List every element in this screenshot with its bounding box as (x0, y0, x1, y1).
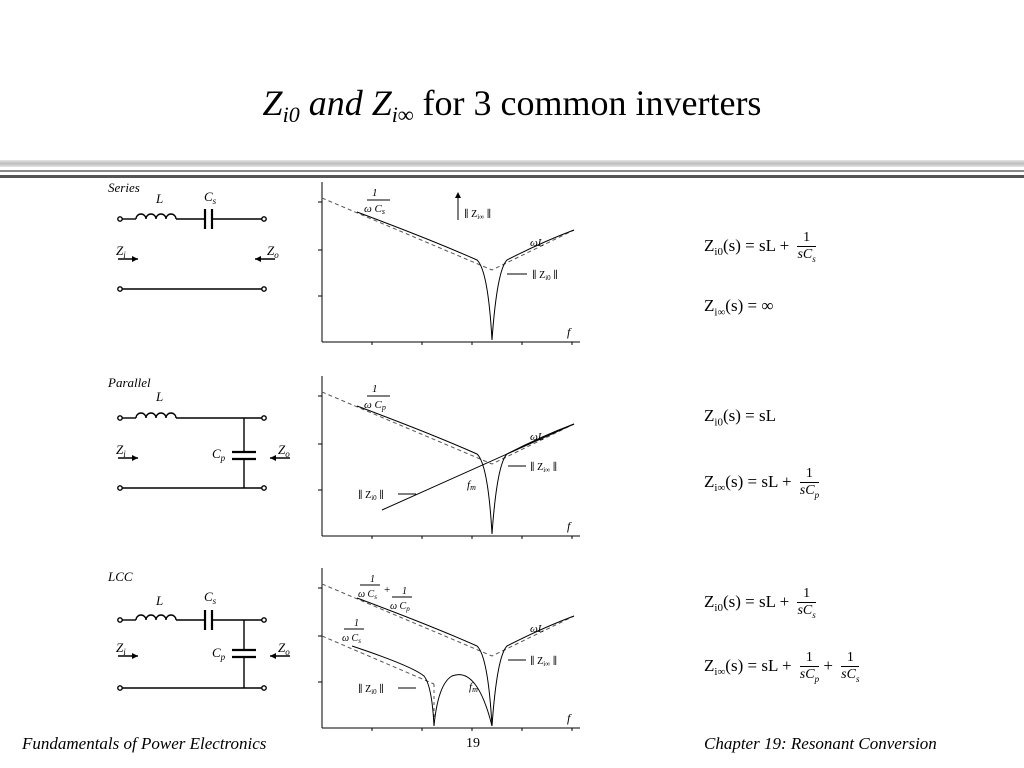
svg-text:Cp: Cp (212, 446, 226, 463)
svg-text:fm: fm (469, 681, 478, 694)
lcc-eq1: Zi0(s) = sL + 1 sCs (704, 586, 816, 620)
svg-text:Zo: Zo (278, 442, 290, 459)
svg-text:Cs: Cs (204, 589, 217, 606)
lcc-asym-a-num: 1 (370, 574, 375, 585)
lcc-inductor (135, 614, 177, 621)
footer-chapter: Chapter 19: Resonant Conversion (704, 734, 937, 753)
series-asym-low-den: ω C (364, 203, 383, 215)
lcc-asym-high: ωL (530, 623, 544, 635)
lcc-impedance-plot: 1 ω Cs + 1 ω Cp 1 ω Cs ωL ∥ Zi∞ ∥ ∥ Zi0 … (318, 568, 580, 731)
lcc-asym-b-den: ω C (390, 601, 407, 612)
svg-text:∥ Zi∞ ∥: ∥ Zi∞ ∥ (530, 461, 557, 474)
parallel-label: Parallel (107, 375, 151, 390)
parallel-cap-label: C (212, 446, 221, 461)
svg-text:Zo: Zo (278, 640, 290, 657)
svg-text:Zi: Zi (116, 442, 126, 459)
series-zinf-label: ∥ Z (464, 208, 477, 220)
lcc-asym-c-num: 1 (354, 618, 359, 629)
series-asymptotes (321, 197, 575, 271)
title-rule-dark (0, 175, 1024, 178)
lcc-inductor-label: L (155, 593, 163, 608)
series-f-label: f (567, 325, 572, 339)
lcc-eq2: Zi∞(s) = sL + 1 sCp + 1 sCs (704, 650, 860, 684)
parallel-z0-label: ∥ Z (358, 489, 371, 501)
lcc-cp-label: C (212, 645, 221, 660)
title-rule-light (0, 160, 1024, 167)
parallel-asymptotes (321, 391, 575, 465)
svg-text:Zi: Zi (116, 640, 126, 657)
lcc-asym-b-num: 1 (402, 586, 407, 597)
parallel-asym-low-num: 1 (372, 383, 378, 395)
svg-text:ω Cp: ω Cp (390, 601, 410, 613)
lcc-asym-a-den: ω C (358, 589, 375, 600)
parallel-inductor-label: L (155, 389, 163, 404)
svg-text:ω Cp: ω Cp (364, 399, 386, 412)
lcc-z0-label: ∥ Z (358, 683, 371, 695)
lcc-f-label: f (567, 711, 572, 725)
series-asym-low-num: 1 (372, 187, 378, 199)
series-eq1: Zi0(s) = sL + 1 sCs (704, 230, 816, 264)
lcc-asymptotes (321, 583, 575, 657)
series-eq2: Zi∞(s) = ∞ (704, 296, 774, 319)
svg-text:Zo: Zo (267, 243, 279, 260)
title-rule-mid (0, 170, 1024, 172)
series-circuit: Series L Cs Zi Zo (108, 180, 279, 292)
series-impedance-plot: 1 ω Cs ∥ Zi∞ ∥ ωL ∥ Zi0 ∥ f (318, 182, 580, 345)
parallel-zinf-label: ∥ Z (530, 461, 543, 473)
parallel-circuit: Parallel L Zi Zo Cp (107, 375, 290, 491)
page-number: 19 (466, 736, 480, 751)
parallel-zi0-line (381, 423, 575, 511)
parallel-eq1: Zi0(s) = sL (704, 406, 776, 429)
series-inductor (135, 213, 177, 220)
lcc-zinf-curve-right (491, 615, 575, 727)
parallel-zo-label: Z (278, 442, 286, 457)
lcc-circuit: LCC L Cs Zi Zo Cp (107, 569, 290, 691)
svg-text:Cp: Cp (212, 645, 226, 662)
series-inductor-label: L (155, 191, 163, 206)
svg-text:∥ Zi∞ ∥: ∥ Zi∞ ∥ (530, 655, 557, 668)
series-zo-label: Z (267, 243, 275, 258)
lcc-zi-label: Z (116, 640, 124, 655)
lcc-zinf-curve-left (356, 597, 493, 727)
svg-text:∥ Zi0 ∥: ∥ Zi0 ∥ (532, 269, 558, 282)
series-z0-label: ∥ Z (532, 269, 545, 281)
lcc-label: LCC (107, 569, 133, 584)
lcc-zo-label: Z (278, 640, 286, 655)
svg-text:fm: fm (467, 479, 476, 492)
parallel-impedance-plot: 1 ω Cp ωL ∥ Zi∞ ∥ ∥ Zi0 ∥ fm f (318, 376, 580, 539)
svg-text:Zi: Zi (116, 243, 126, 260)
parallel-inductor (135, 412, 177, 419)
svg-text:∥ Zi∞ ∥: ∥ Zi∞ ∥ (464, 208, 491, 221)
series-cap-label: C (204, 189, 213, 204)
parallel-zinf-curve-left (356, 405, 493, 535)
parallel-fm-label: f (467, 479, 472, 491)
parallel-asym-high: ωL (530, 431, 544, 443)
series-asym-high: ωL (530, 237, 544, 249)
parallel-asym-low-den: ω C (364, 399, 383, 411)
svg-text:∥ Zi0 ∥: ∥ Zi0 ∥ (358, 489, 384, 502)
lcc-asymptote-low (321, 635, 435, 685)
slide-title: Zi0 and Zi∞ for 3 common inverters (262, 83, 762, 127)
svg-text:Cs: Cs (204, 189, 217, 206)
svg-text:ω Cs: ω Cs (342, 633, 361, 645)
lcc-zi0-curve-mid (433, 674, 493, 727)
lcc-zi0-curve-left (351, 645, 435, 727)
svg-text:∥ Zi0 ∥: ∥ Zi0 ∥ (358, 683, 384, 696)
lcc-fm-label: f (469, 681, 474, 693)
parallel-eq2: Zi∞(s) = sL + 1 sCp (704, 466, 820, 500)
series-zi-label: Z (116, 243, 124, 258)
lcc-cs-label: C (204, 589, 213, 604)
svg-text:ω Cs: ω Cs (364, 203, 385, 216)
footer-book-title: Fundamentals of Power Electronics (22, 734, 267, 753)
lcc-asym-c-den: ω C (342, 633, 359, 644)
parallel-f-label: f (567, 519, 572, 533)
series-zi0-curve (356, 211, 575, 341)
svg-text:ω Cs: ω Cs (358, 589, 377, 601)
lcc-plus: + (384, 584, 390, 596)
series-label: Series (108, 180, 140, 195)
parallel-zi-label: Z (116, 442, 124, 457)
lcc-zinf-label: ∥ Z (530, 655, 543, 667)
